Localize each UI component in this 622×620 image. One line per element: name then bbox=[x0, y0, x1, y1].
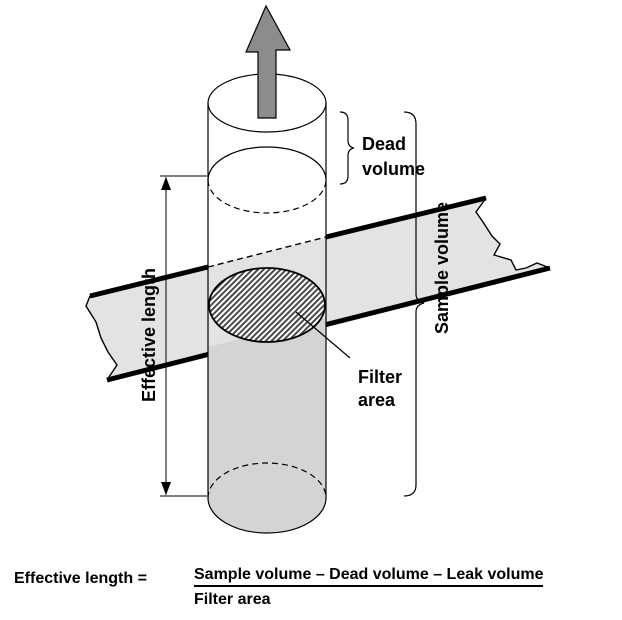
filter-area-label-line1: Filter bbox=[358, 367, 402, 387]
formula-lhs: Effective length = bbox=[14, 570, 147, 587]
sample-volume-label: Sample volume bbox=[432, 202, 452, 334]
dead-volume-brace bbox=[339, 111, 355, 185]
effective-length-label: Effective length bbox=[139, 268, 159, 402]
flow-arrow bbox=[245, 4, 292, 119]
effective-length-dimension bbox=[160, 175, 207, 497]
formula-denominator: Filter area bbox=[194, 591, 271, 608]
filter-area-disk bbox=[208, 267, 326, 343]
sample-cylinder bbox=[207, 73, 327, 534]
filter-diagram: Dead volume Sample volume Effective leng… bbox=[85, 4, 551, 534]
effective-length-formula: Effective length = Sample volume – Dead … bbox=[14, 566, 614, 616]
dead-volume-label-line1: Dead bbox=[362, 134, 406, 154]
sample-volume-brace bbox=[403, 111, 425, 497]
filter-area-leader bbox=[295, 311, 351, 359]
filter-area-label-line2: area bbox=[358, 390, 396, 410]
dead-volume-label-line2: volume bbox=[362, 159, 425, 179]
formula-numerator: Sample volume – Dead volume – Leak volum… bbox=[194, 566, 544, 587]
